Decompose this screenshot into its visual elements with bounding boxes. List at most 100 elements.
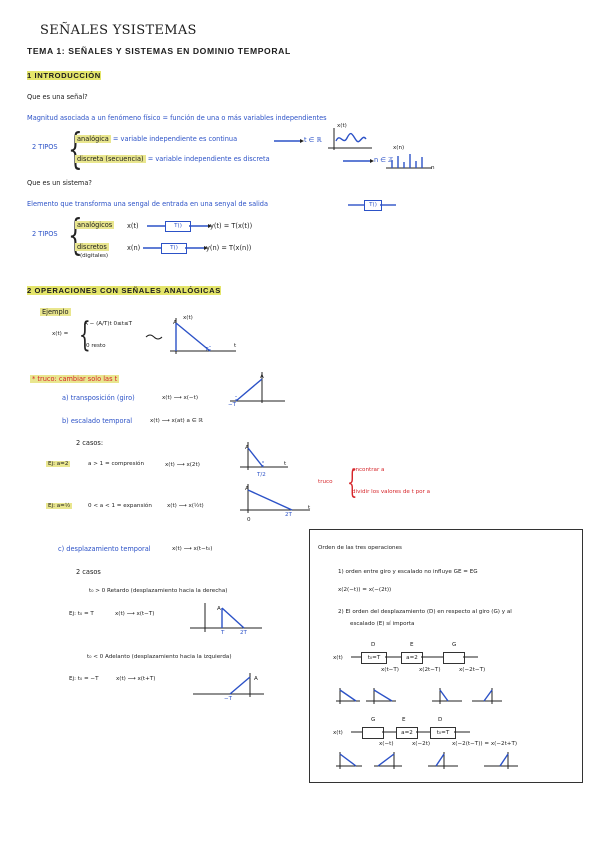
compression-t: t [284, 461, 287, 467]
expand-signal [247, 489, 293, 511]
expansion-ej: Ej: a=½ [46, 503, 73, 509]
analog-waveform [335, 132, 367, 143]
chain2-out3: x(−2(t−T)) = x(−2t+T) [452, 741, 518, 747]
order-title: Orden de las tres operaciones [318, 545, 402, 551]
section2-heading: 2 OPERACIONES CON SEÑALES ANALÓGICAS [27, 286, 221, 295]
shift-cases: 2 casos [76, 568, 101, 576]
discrete-system-output: y(n) = T(x(n)) [206, 244, 252, 252]
analog-system-input: x(t) [127, 222, 139, 230]
scaling-map: x(t) ⟶ x(at) a ∈ ℝ [150, 418, 203, 424]
delay-text: t₀ > 0 Retardo (desplazamiento hacia la … [89, 588, 228, 594]
scaling-label: b) escalado temporal [62, 417, 133, 425]
expansion-A: A [245, 486, 249, 492]
question-signal: Que es una señal? [27, 93, 88, 101]
chain1-block-shift: t₀=T [361, 652, 387, 664]
truco-label: truco [318, 479, 333, 485]
example-brace: { [78, 315, 91, 355]
chain2-out2: x(−2t) [412, 741, 431, 747]
analog-domain: t ∈ ℝ [304, 136, 322, 144]
signal-definition: Magnitud asociada a un fenómeno físico =… [27, 114, 327, 122]
discrete-systems-sub: (digitales) [80, 253, 109, 259]
question-system: Que es un sistema? [27, 179, 92, 187]
chain1-block-scale: a=2 [401, 652, 423, 664]
example-plot-label: x(t) [183, 315, 193, 321]
example-xt: x(t) = [52, 331, 69, 337]
delay-A: A [217, 606, 221, 612]
compression-A: A [245, 445, 249, 451]
section1-heading: 1 INTRODUCCIÓN [27, 71, 101, 80]
analog-plot-label: x(t) [337, 123, 347, 129]
expansion-zero: 0 [247, 517, 251, 523]
delay-T: T [221, 630, 225, 636]
order-point2: 2) El orden del desplazamiento (D) en re… [338, 609, 512, 615]
discrete-signal: discreta (secuencia) = variable independ… [75, 155, 270, 163]
chain1-out1: x(t−T) [381, 667, 399, 673]
delay-2T: 2T [240, 630, 247, 636]
delay-map: x(t) ⟶ x(t−T) [115, 611, 155, 617]
analog-system-output: y(t) = T(x(t)) [210, 222, 253, 230]
compression-text: a > 1 = compresión [88, 461, 145, 467]
page-header-title: SEÑALES YSISTEMAS [40, 23, 197, 38]
expansion-map: x(t) ⟶ x(½t) [167, 503, 204, 509]
example-A: A [173, 320, 177, 326]
example-signal [175, 322, 211, 352]
analog-systems: analógicos [75, 221, 115, 229]
discrete-system-input: x(n) [127, 244, 141, 252]
advance-signal [229, 676, 251, 695]
operations-order-box [309, 529, 583, 783]
transposition-label: a) transposición (giro) [62, 394, 135, 402]
chain2-D: D [438, 717, 443, 723]
shift-label: c) desplazamiento temporal [58, 545, 151, 553]
transposition-negT: −T [228, 402, 237, 408]
chain2-input: x(t) [333, 730, 343, 736]
chain2-block-scale: a=2 [396, 727, 418, 739]
advance-negT: −T [224, 696, 233, 702]
shift-map: x(t) ⟶ x(t−t₀) [172, 546, 213, 552]
example-T: T [205, 347, 209, 353]
chain1-G: G [452, 642, 457, 648]
analog-signal: analógica = variable independiente es co… [75, 135, 238, 143]
order-point1: 1) orden entre giro y escalado no influy… [338, 569, 478, 575]
chain1-input: x(t) [333, 655, 343, 661]
types2-label: 2 TIPOS [32, 230, 58, 238]
compression-ej: Ej: a=2 [46, 461, 71, 467]
example-case1: A − (A/T)t 0≤t≤T [84, 321, 133, 327]
topic-title: TEMA 1: SEÑALES Y SISTEMAS EN DOMINIO TE… [27, 46, 291, 56]
scaling-cases: 2 casos: [76, 439, 104, 447]
advance-map: x(t) ⟶ x(t+T) [116, 676, 156, 682]
expansion-t: t [308, 505, 311, 511]
delay-ej: Ej: t₀ = T [69, 611, 94, 617]
truco-brace: { [347, 463, 358, 501]
expansion-text: 0 < a < 1 = expansión [88, 503, 152, 509]
truco-step1: encontrar a [352, 467, 385, 473]
discrete-systems: discretos [75, 243, 109, 251]
chain1-out3: x(−2t−T) [459, 667, 486, 673]
chain2-block-flip [362, 727, 384, 739]
truco-note: * truco: cambiar solo las t [30, 375, 120, 383]
discrete-axis-n: n [431, 165, 435, 171]
advance-ej: Ej: t₀ = −T [69, 676, 99, 682]
chain1-D: D [371, 642, 376, 648]
example-label: Ejemplo [40, 308, 71, 316]
advance-A: A [254, 676, 258, 682]
compression-T2: T/2 [257, 472, 266, 478]
chain2-E: E [402, 717, 406, 723]
compression-map: x(t) ⟶ x(2t) [165, 462, 200, 468]
transpose-signal [235, 378, 263, 402]
chain2-G: G [371, 717, 376, 723]
chain1-block-flip [443, 652, 465, 664]
chain1-out2: x(2t−T) [419, 667, 441, 673]
discrete-plot-label: x(n) [393, 145, 405, 151]
example-t: t [234, 343, 237, 349]
compress-signal [247, 447, 264, 468]
chain2-out1: x(−t) [379, 741, 394, 747]
system-definition: Elemento que transforma una sengal de en… [27, 200, 269, 208]
transposition-map: x(t) ⟶ x(−t) [162, 395, 198, 401]
chain2-block-shift: t₀=T [430, 727, 456, 739]
discrete-domain: n ∈ ℤ [374, 156, 394, 164]
types-label: 2 TIPOS [32, 143, 58, 151]
advance-text: t₀ < 0 Adelanto (desplazamiento hacia la… [87, 654, 232, 660]
order-point1-example: x(2(−t)) = x(−(2t)) [338, 587, 392, 593]
